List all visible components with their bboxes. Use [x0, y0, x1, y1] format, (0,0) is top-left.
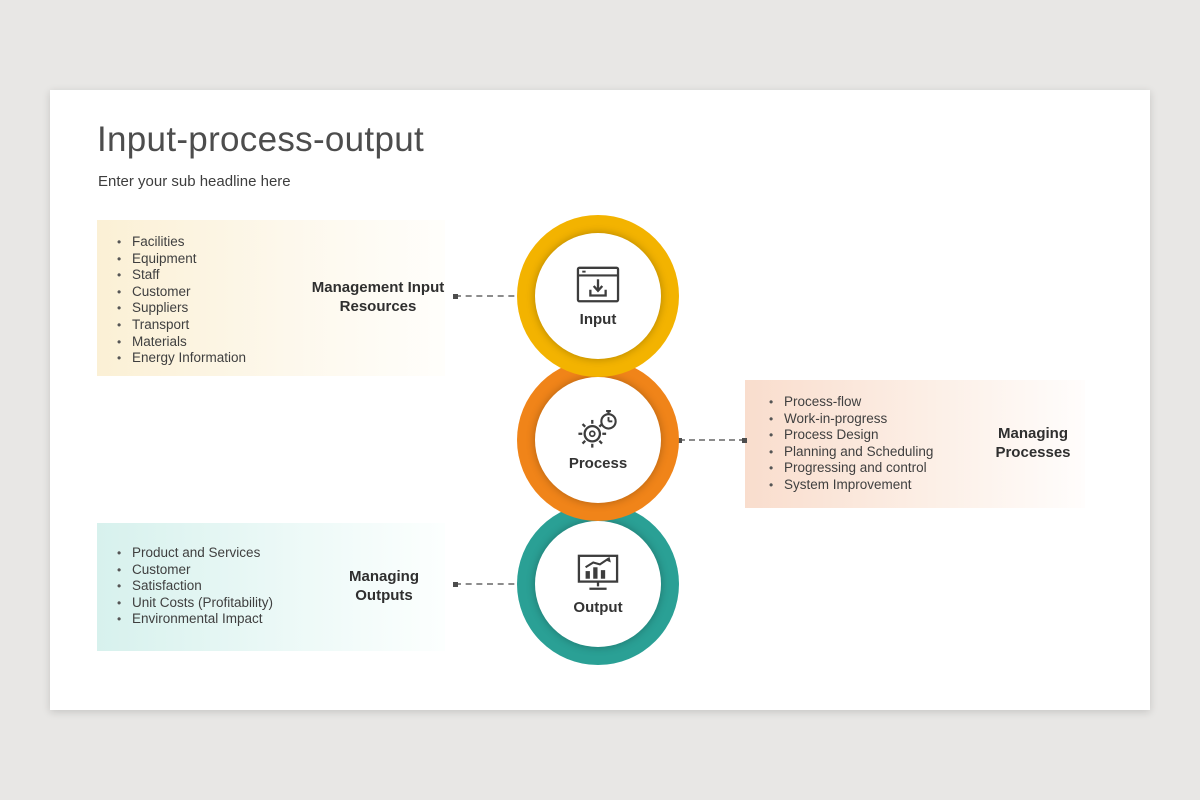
page-title: Input-process-output — [97, 120, 425, 159]
node-process: Process — [517, 359, 679, 521]
list-item: Facilities — [115, 234, 445, 251]
download-window-icon — [576, 266, 620, 303]
chart-monitor-icon — [577, 554, 619, 590]
panel-managing-outputs: Product and Services Customer Satisfacti… — [97, 523, 445, 651]
list-item: Materials — [115, 334, 445, 351]
list-item: Energy Information — [115, 350, 445, 367]
list-item: Process Design — [767, 427, 1085, 444]
panel-management-input-resources: Facilities Equipment Staff Customer Supp… — [97, 220, 445, 376]
node-process-face: Process — [535, 377, 661, 503]
panel-label-management-input-resources: Management Input Resources — [311, 279, 445, 315]
list-item: Satisfaction — [115, 578, 445, 595]
node-input-label: Input — [579, 311, 617, 328]
connector-process — [677, 437, 747, 443]
outputs-list: Product and Services Customer Satisfacti… — [97, 523, 445, 628]
panel-label-managing-processes: Managing Processes — [995, 425, 1071, 461]
node-input-face: Input — [535, 233, 661, 359]
connector-output — [453, 581, 527, 587]
node-input: Input — [517, 215, 679, 377]
slide: Input-process-output Enter your sub head… — [50, 90, 1150, 710]
processes-list: Process-flow Work-in-progress Process De… — [745, 380, 1085, 494]
list-item: Unit Costs (Profitability) — [115, 595, 445, 612]
list-item: Customer — [115, 562, 445, 579]
list-item: Suppliers — [115, 300, 445, 317]
panel-managing-processes: Process-flow Work-in-progress Process De… — [745, 380, 1085, 508]
node-output-face: Output — [535, 521, 661, 647]
list-item: Environmental Impact — [115, 611, 445, 628]
connector-input — [453, 293, 527, 299]
panel-label-managing-outputs: Managing Outputs — [349, 568, 419, 604]
gear-stopwatch-icon — [578, 410, 617, 448]
list-item: System Improvement — [767, 477, 1085, 494]
input-resources-list: Facilities Equipment Staff Customer Supp… — [97, 220, 445, 367]
list-item: Product and Services — [115, 545, 445, 562]
list-item: Progressing and control — [767, 460, 1085, 477]
list-item: Staff — [115, 267, 445, 284]
list-item: Transport — [115, 317, 445, 334]
node-process-label: Process — [568, 455, 628, 472]
page-subtitle: Enter your sub headline here — [98, 173, 291, 190]
list-item: Customer — [115, 284, 445, 301]
node-output: Output — [517, 503, 679, 665]
list-item: Work-in-progress — [767, 411, 1085, 428]
list-item: Process-flow — [767, 394, 1085, 411]
list-item: Planning and Scheduling — [767, 444, 1085, 461]
list-item: Equipment — [115, 251, 445, 268]
node-output-label: Output — [573, 599, 623, 616]
